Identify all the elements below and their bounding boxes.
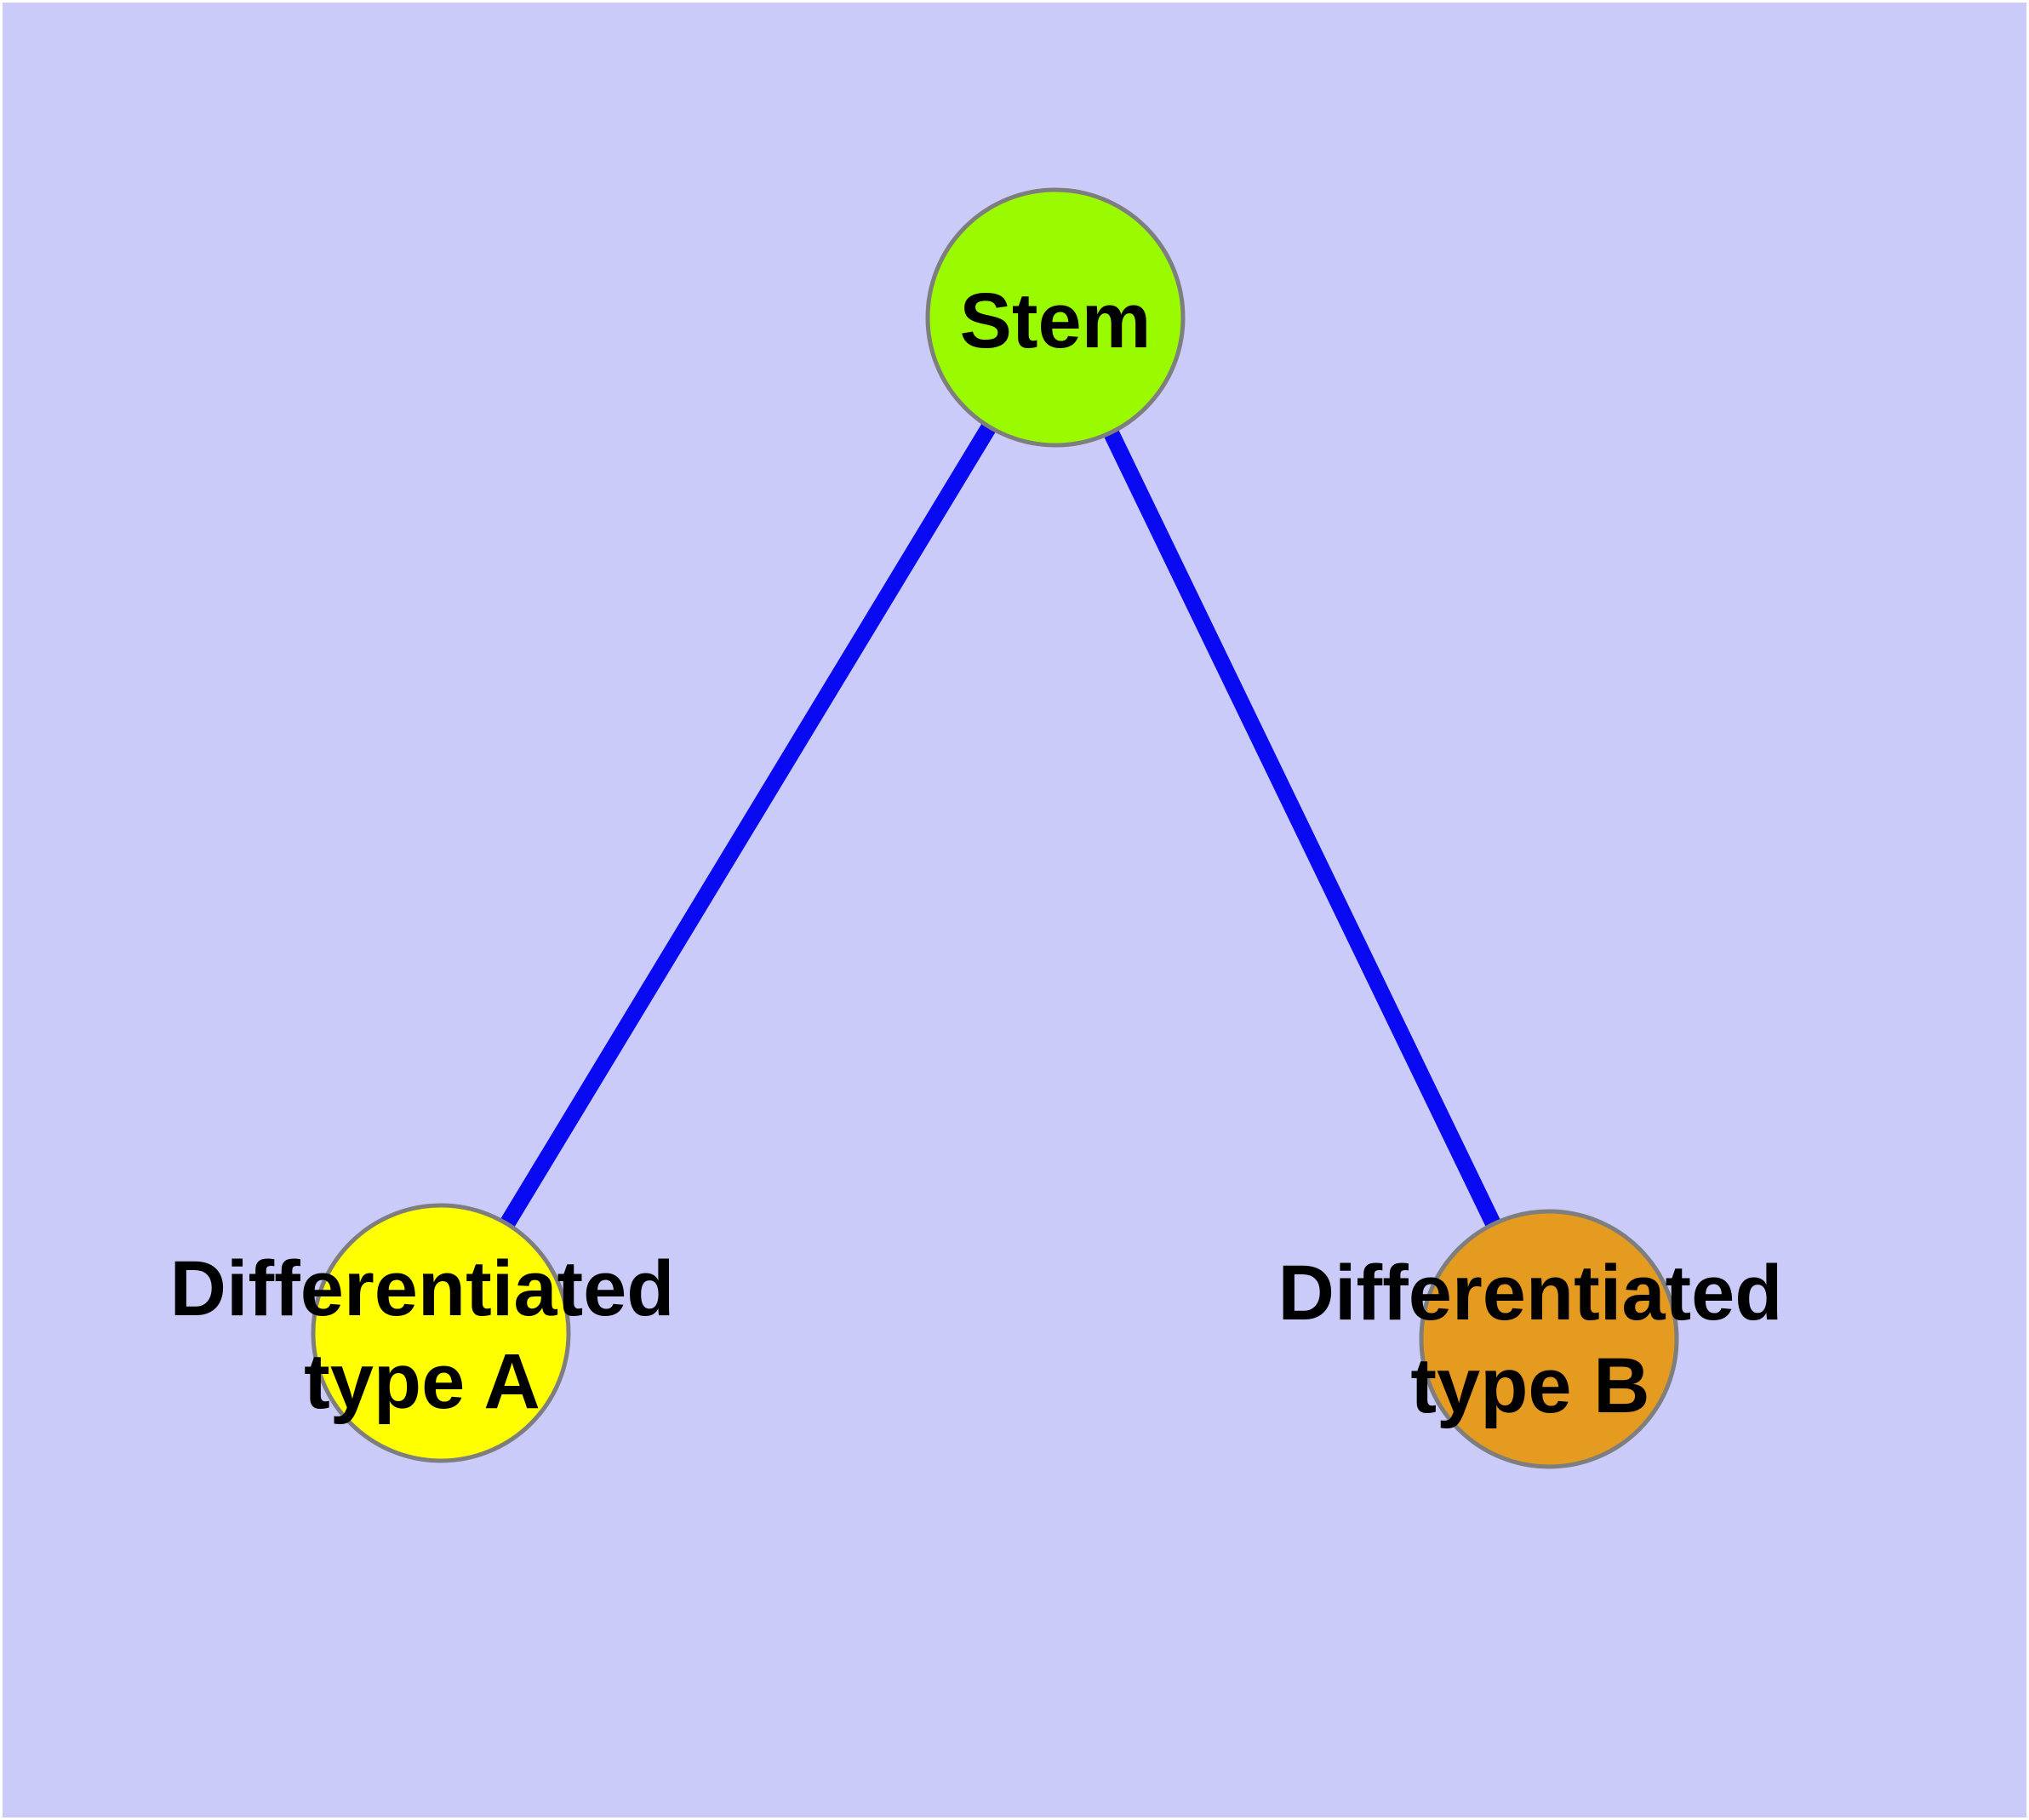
node-differentiated-type-b-label-line2: type B	[1410, 1342, 1649, 1429]
node-stem-circle	[925, 187, 1186, 448]
node-differentiated-type-b-circle	[1419, 1209, 1679, 1469]
node-differentiated-type-b: Differentiated type B	[1278, 1209, 1783, 1469]
node-differentiated-type-a: Differentiated type A	[170, 1203, 675, 1463]
node-stem: Stem	[925, 187, 1186, 448]
node-stem-label: Stem	[960, 278, 1152, 364]
edge-stem-to-type-a	[433, 313, 1063, 1337]
edge-stem-to-type-b	[1048, 313, 1557, 1343]
node-differentiated-type-b-label-line1: Differentiated	[1278, 1250, 1783, 1336]
node-differentiated-type-a-circle	[311, 1203, 571, 1463]
node-differentiated-type-a-label-line1: Differentiated	[170, 1245, 675, 1332]
node-differentiated-type-a-label-line2: type A	[304, 1338, 540, 1425]
